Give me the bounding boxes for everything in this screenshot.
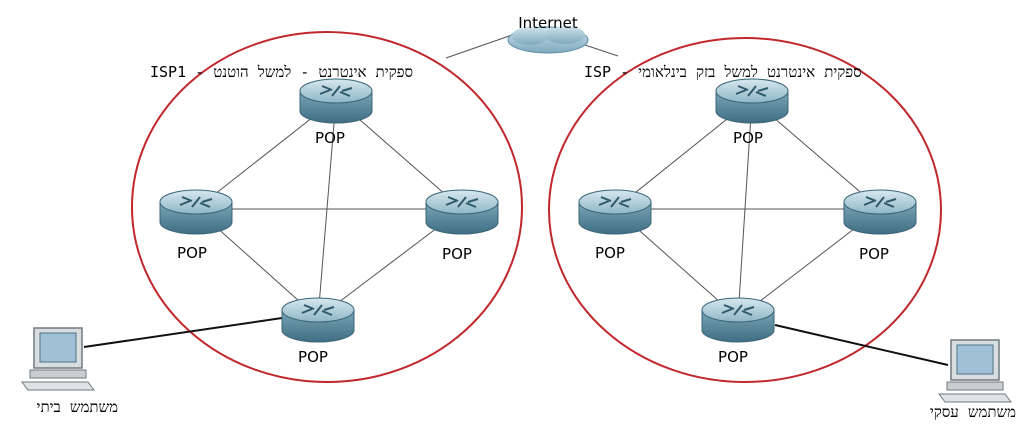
isp-right-title: ספקית אינטרנט למשל בזק בינלאומי - ISP [584, 63, 862, 81]
isp-right-boundary [548, 37, 942, 383]
uplink-left [445, 34, 513, 59]
pop-label: POP [718, 348, 748, 366]
pop-label: POP [733, 129, 763, 147]
pop-label: POP [595, 244, 625, 262]
pop-label: POP [315, 129, 345, 147]
access-link-home [83, 317, 283, 348]
isp-left-boundary [131, 31, 523, 383]
router-icon [159, 189, 233, 235]
uplink-right [584, 44, 619, 57]
computer-icon [21, 327, 95, 391]
router-icon [425, 189, 499, 235]
pop-label: POP [442, 245, 472, 263]
internet-label: Internet [518, 14, 578, 32]
router-icon [843, 189, 917, 235]
access-link-business [774, 324, 949, 366]
router-icon [701, 297, 775, 343]
isp-left-title: ספקית אינטרנט - למשל הוטנט - ISP1 [150, 63, 413, 81]
home-user-label: משתמש ביתי [37, 398, 119, 416]
business-user-label: משתמש עסקי [930, 403, 1016, 421]
cloud-icon [507, 26, 589, 54]
computer-icon [938, 339, 1012, 403]
router-icon [299, 78, 373, 124]
pop-label: POP [177, 244, 207, 262]
router-icon [281, 297, 355, 343]
pop-label: POP [298, 348, 328, 366]
pop-label: POP [859, 245, 889, 263]
router-icon [578, 189, 652, 235]
router-icon [715, 78, 789, 124]
